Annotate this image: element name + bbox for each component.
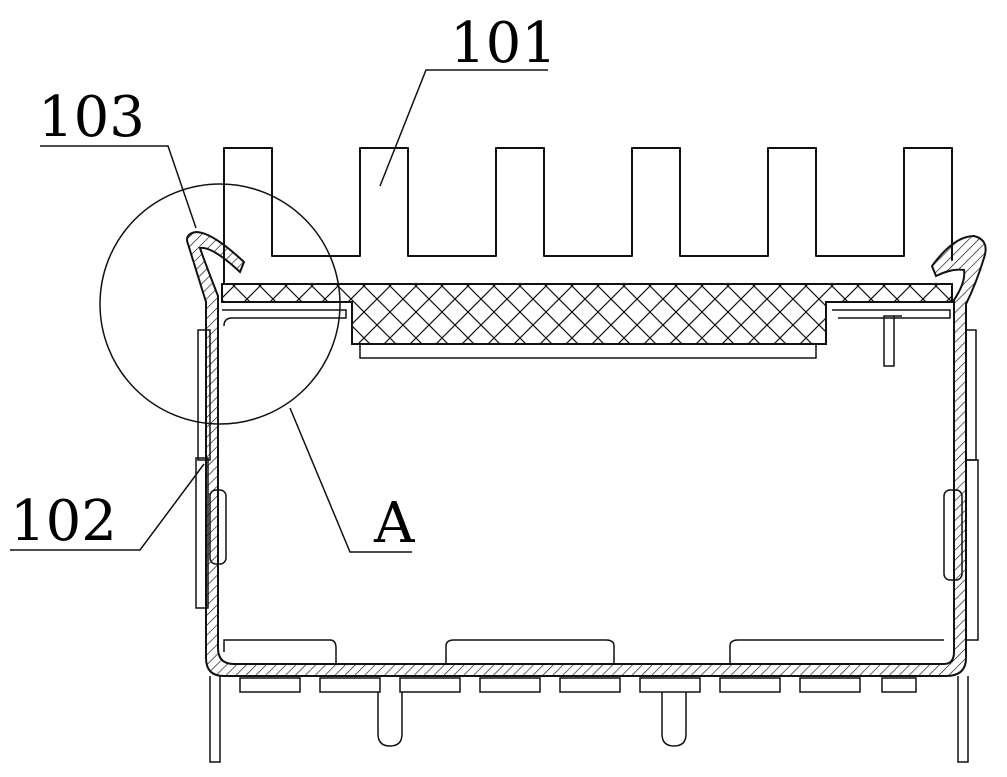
cage-wall: [186, 230, 987, 677]
base-shelf-right: [832, 309, 951, 319]
right-plate-upper: [965, 329, 977, 461]
label-103: 103: [38, 85, 145, 150]
heatsink-fins: [223, 147, 953, 285]
leader-a: [289, 407, 412, 553]
label-101: 101: [450, 11, 557, 76]
bottom-pins: [209, 676, 969, 763]
right-plate-mid: [965, 459, 979, 641]
left-latch: [209, 489, 227, 565]
right-tab: [883, 315, 902, 367]
right-latch: [943, 489, 963, 581]
floor-bumps: [223, 639, 944, 664]
left-plate-mid: [195, 457, 209, 609]
label-102: 102: [10, 489, 117, 554]
leader-103: [40, 145, 197, 229]
leader-101: [379, 69, 548, 187]
label-a: A: [373, 491, 415, 556]
base-underside: [359, 344, 817, 359]
leader-102: [10, 463, 205, 551]
left-plate-upper: [197, 329, 211, 461]
base-shelf-left: [222, 309, 347, 327]
thermal-base: [221, 283, 953, 345]
detail-circle-a: [99, 183, 341, 425]
